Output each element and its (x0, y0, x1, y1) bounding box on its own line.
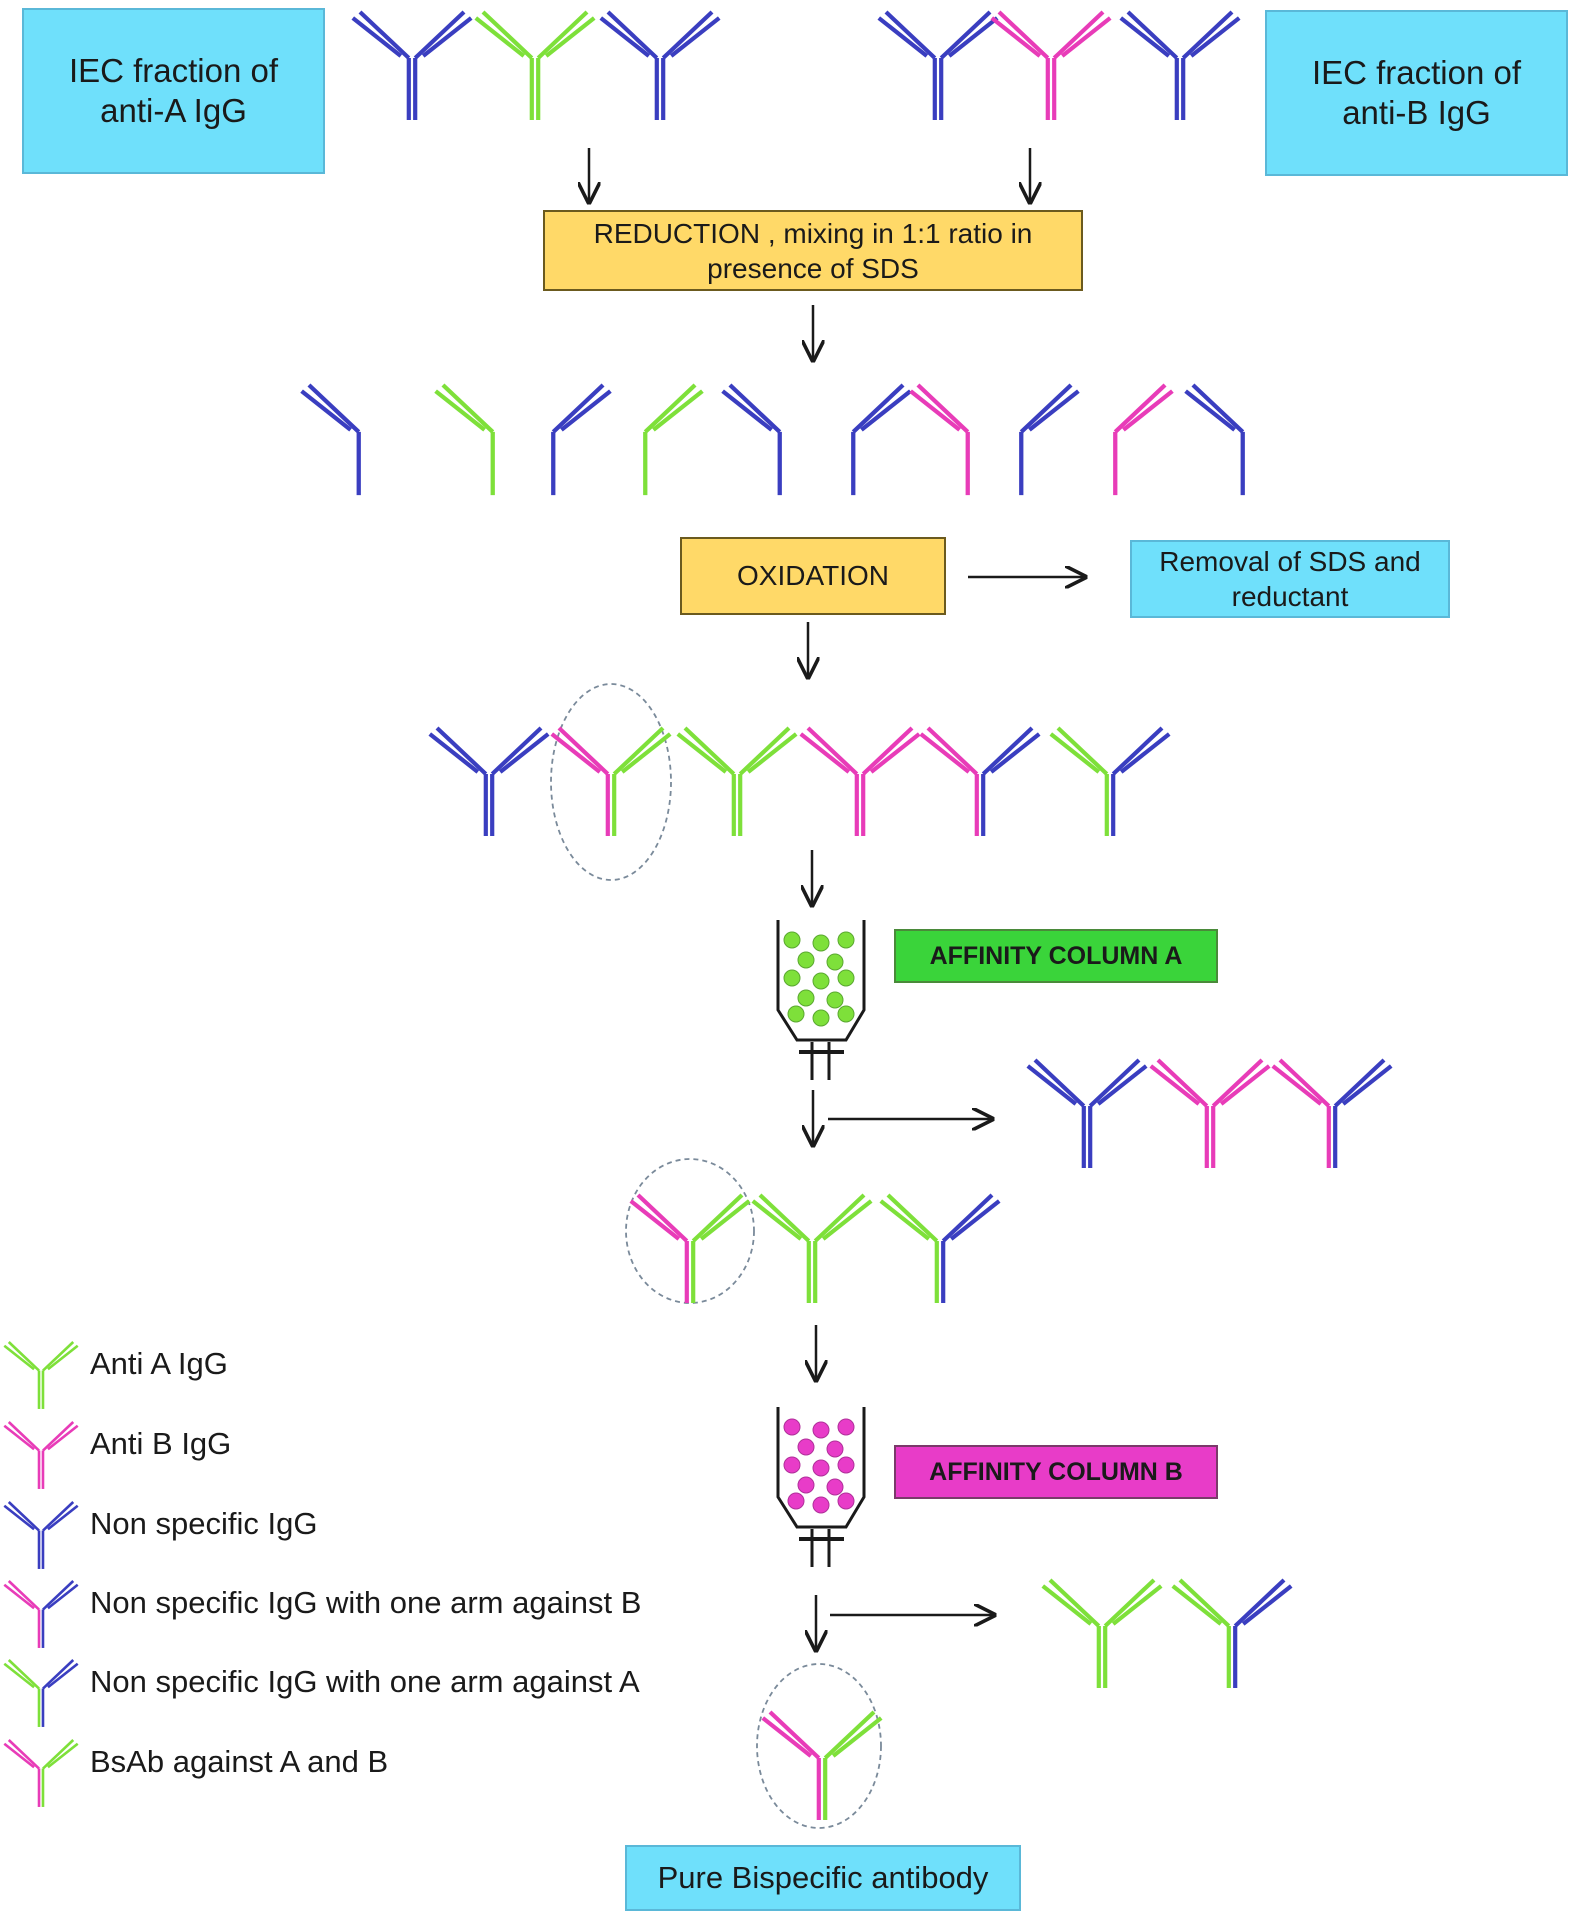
legend-icon-1 (3, 1341, 79, 1409)
antibody-oxidized-2 (550, 726, 672, 836)
half-antibody-8 (1019, 383, 1080, 496)
legend-icon-6 (3, 1739, 79, 1807)
reduction-box: REDUCTION , mixing in 1:1 ratio in prese… (543, 210, 1083, 291)
iec-anti-a-box: IEC fraction of anti-A IgG (22, 8, 325, 174)
half-antibody-2 (434, 383, 495, 496)
iec-anti-b-box: IEC fraction of anti-B IgG (1265, 10, 1568, 176)
antibody-flowthrough-a-1 (1026, 1058, 1148, 1168)
legend-icon-4 (3, 1580, 79, 1648)
antibody-anti-a-fraction-3 (599, 10, 721, 120)
flow-arrows (589, 148, 1085, 1650)
affinity-column-a (776, 920, 866, 1080)
antibody-flowthrough-b-1 (1041, 1578, 1163, 1688)
antibody-flowthrough-a-2 (1149, 1058, 1271, 1168)
half-antibody-5 (721, 383, 782, 496)
half-antibody-3 (551, 383, 612, 496)
half-antibody-9 (1113, 383, 1174, 496)
pure-bispecific-antibody-box: Pure Bispecific antibody (625, 1845, 1021, 1911)
antibody-anti-a-fraction-1 (351, 10, 473, 120)
beads-b (783, 1418, 855, 1514)
antibody-oxidized-5 (919, 726, 1041, 836)
legend-label-non-specific: Non specific IgG (90, 1506, 318, 1541)
antibody-flowthrough-b-2 (1171, 1578, 1293, 1688)
legend-icon-3 (3, 1501, 79, 1569)
bsab-highlight-final (756, 1663, 882, 1829)
antibodies (3, 10, 1393, 1820)
legend-label-anti-b: Anti B IgG (90, 1426, 232, 1461)
antibody-pure-bispecific (761, 1710, 883, 1820)
antibody-anti-b-fraction-2 (990, 10, 1112, 120)
antibody-oxidized-3 (676, 726, 798, 836)
legend-icon-5 (3, 1659, 79, 1727)
affinity-column-b (776, 1407, 866, 1567)
legend-icon-2 (3, 1421, 79, 1489)
antibody-bound-a-2 (751, 1193, 873, 1303)
legend-label-bsab: BsAb against A and B (90, 1744, 389, 1779)
legend-label-anti-a: Anti A IgG (90, 1346, 228, 1381)
affinity-column-a-box: AFFINITY COLUMN A (894, 929, 1218, 983)
affinity-column-b-box: AFFINITY COLUMN B (894, 1445, 1218, 1499)
half-antibody-4 (643, 383, 704, 496)
legend-label-one-arm-a: Non specific IgG with one arm against A (90, 1664, 640, 1699)
half-antibody-10 (1184, 383, 1245, 496)
removal-box: Removal of SDS and reductant (1130, 540, 1450, 618)
legend-label-one-arm-b: Non specific IgG with one arm against B (90, 1585, 642, 1620)
bsab-highlight-after-a (625, 1158, 755, 1304)
half-antibody-1 (300, 383, 361, 496)
beads-a (783, 931, 855, 1027)
highlight-ellipses (550, 683, 882, 1829)
antibody-bound-a-1 (629, 1193, 751, 1303)
antibody-oxidized-4 (799, 726, 921, 836)
antibody-flowthrough-a-3 (1271, 1058, 1393, 1168)
antibody-anti-a-fraction-2 (474, 10, 596, 120)
antibody-anti-b-fraction-1 (877, 10, 999, 120)
half-antibody-6 (851, 383, 912, 496)
oxidation-box: OXIDATION (680, 537, 946, 615)
antibody-oxidized-1 (428, 726, 550, 836)
antibody-anti-b-fraction-3 (1119, 10, 1241, 120)
antibody-oxidized-6 (1049, 726, 1171, 836)
bsab-highlight-oxidation (550, 683, 672, 881)
antibody-bound-a-3 (879, 1193, 1001, 1303)
half-antibody-7 (909, 383, 970, 496)
